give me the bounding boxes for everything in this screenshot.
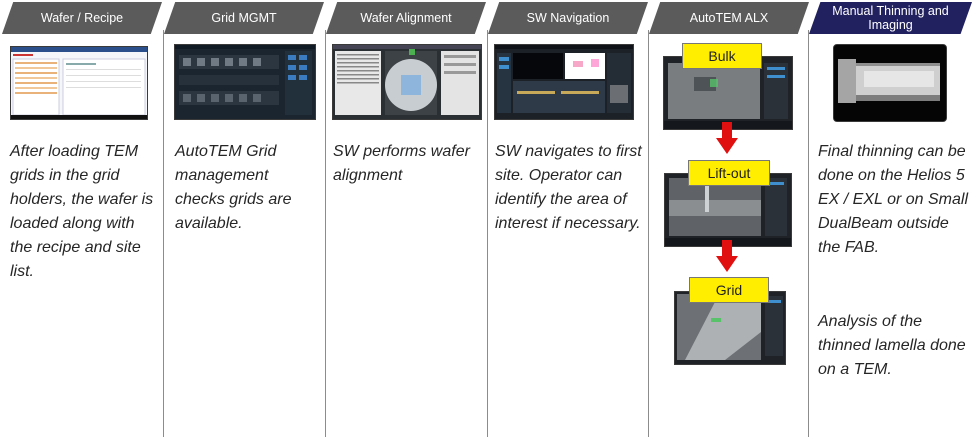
- grid-mgmt-screenshot: [174, 44, 316, 120]
- manual-thinning-description: Final thinning can be done on the Helios…: [818, 143, 968, 256]
- step-label-lift-out: Lift-out: [688, 160, 770, 186]
- header-grid-mgmt: Grid MGMT: [164, 2, 324, 34]
- column-divider: [163, 30, 164, 437]
- column-divider: [325, 30, 326, 437]
- step-label-bulk: Bulk: [682, 43, 762, 69]
- wafer-alignment-screenshot: [332, 44, 482, 120]
- sw-navigation-description: SW navigates to first site. Operator can…: [495, 143, 642, 232]
- sw-navigation-screenshot: [494, 44, 634, 120]
- grid-screenshot: [674, 291, 786, 365]
- down-arrow-icon: [716, 240, 738, 272]
- header-wafer-alignment: Wafer Alignment: [326, 2, 486, 34]
- lamella-image: [833, 44, 947, 122]
- header-sw-navigation: SW Navigation: [488, 2, 648, 34]
- wafer-alignment-description: SW performs wafer alignment: [333, 143, 470, 184]
- header-manual-thinning: Manual Thinning and Imaging: [809, 2, 972, 34]
- step-label-grid: Grid: [689, 277, 769, 303]
- column-divider: [808, 30, 809, 437]
- column-divider: [648, 30, 649, 437]
- wafer-recipe-screenshot: [10, 46, 148, 120]
- grid-mgmt-description: AutoTEM Grid management checks grids are…: [175, 143, 292, 232]
- column-divider: [487, 30, 488, 437]
- header-wafer-recipe: Wafer / Recipe: [2, 2, 162, 34]
- wafer-recipe-description: After loading TEM grids in the grid hold…: [10, 143, 154, 280]
- tem-analysis-description: Analysis of the thinned lamella done on …: [818, 313, 966, 378]
- down-arrow-icon: [716, 122, 738, 154]
- header-autotem-alx: AutoTEM ALX: [649, 2, 809, 34]
